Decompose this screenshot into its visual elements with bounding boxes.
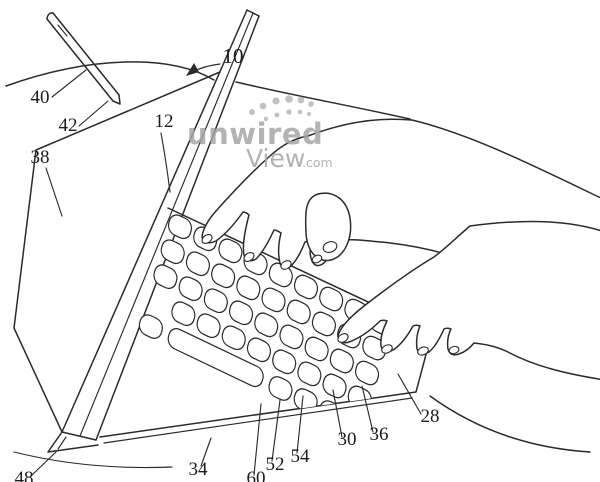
keyboard-key xyxy=(319,286,344,312)
leader-12 xyxy=(160,132,171,193)
ref-label-10: 10 xyxy=(223,44,244,68)
keyboard-key xyxy=(354,360,380,386)
keyboard-key xyxy=(304,336,329,362)
leader-42 xyxy=(78,100,109,127)
leader-52 xyxy=(271,399,281,462)
leader-lines xyxy=(31,69,422,476)
ref-label-52: 52 xyxy=(266,454,285,475)
kickstand-cover xyxy=(13,71,221,433)
keyboard-key xyxy=(178,276,203,302)
ref-label-36: 36 xyxy=(370,424,389,445)
watermark-word-view: View xyxy=(246,144,305,173)
leader-54 xyxy=(296,395,304,454)
fingernail xyxy=(417,346,429,356)
right-hand xyxy=(337,220,600,453)
ref-label-38: 38 xyxy=(31,147,50,168)
watermark-word-unwired: unwired xyxy=(187,117,323,151)
keyboard-key xyxy=(279,324,304,350)
keyboard-key xyxy=(261,287,286,313)
fingernail xyxy=(243,252,255,262)
ref-label-54: 54 xyxy=(291,446,311,467)
fingernail xyxy=(280,260,292,270)
leader-36 xyxy=(361,385,374,433)
leader-30 xyxy=(332,389,343,438)
keyboard-key xyxy=(196,313,221,339)
keyboard-key xyxy=(297,361,322,387)
kickstand-foot xyxy=(47,431,99,453)
thumbnail xyxy=(322,241,338,253)
right-palm-lower-edge xyxy=(429,395,591,453)
keyboard-key xyxy=(185,251,210,277)
stylus-pen xyxy=(46,12,121,105)
keyboard-key xyxy=(322,373,347,399)
left-thumb xyxy=(304,192,352,262)
keyboard-key xyxy=(167,214,193,240)
watermark-dots xyxy=(249,95,314,122)
desk-edge-curve xyxy=(5,61,215,87)
keyboard-key xyxy=(311,311,336,337)
ref-label-40: 40 xyxy=(31,87,50,108)
ref-label-28: 28 xyxy=(421,406,440,427)
keyboard-key xyxy=(246,337,272,363)
ground-lines xyxy=(13,451,173,469)
leader-60 xyxy=(253,403,262,476)
keyboard-key xyxy=(153,264,178,290)
keyboard-key xyxy=(218,238,243,264)
fingernail xyxy=(448,345,460,355)
ref-label-12: 12 xyxy=(155,111,174,132)
keyboard-key xyxy=(138,314,163,339)
keyboard-key xyxy=(268,376,293,401)
keyboard-key xyxy=(221,325,246,351)
leader-40 xyxy=(51,69,87,98)
keyboard-key xyxy=(293,274,319,300)
ref-label-48: 48 xyxy=(15,468,34,482)
fingernail xyxy=(311,254,323,264)
keyboard-key xyxy=(160,239,185,265)
fingernail xyxy=(337,333,349,343)
reference-labels: 10 40 42 12 38 28 36 30 54 52 60 34 48 xyxy=(15,44,440,482)
ref-label-60: 60 xyxy=(247,468,266,482)
keyboard-spacebar xyxy=(167,327,264,388)
fingernail xyxy=(201,234,213,244)
ref-label-34: 34 xyxy=(189,459,209,480)
keyboard-key xyxy=(228,300,254,326)
keyboard-key xyxy=(329,348,354,374)
keyboard-key xyxy=(347,385,372,411)
arrow-10 xyxy=(186,63,221,76)
keyboard-key xyxy=(286,299,311,325)
ref-label-30: 30 xyxy=(338,429,357,450)
keyboard-key xyxy=(171,301,196,327)
watermark: unwired View .com xyxy=(187,95,333,173)
keyboard-key xyxy=(236,275,261,301)
fingernails xyxy=(201,234,460,356)
keyboard-key xyxy=(272,349,297,375)
keyboard-key xyxy=(254,312,279,338)
keyboard-key xyxy=(203,288,228,314)
watermark-word-com: .com xyxy=(302,155,333,170)
leader-34 xyxy=(200,437,212,467)
fingernail xyxy=(381,344,393,354)
leader-48 xyxy=(31,451,57,476)
keyboard-key xyxy=(211,263,236,289)
ref-label-42: 42 xyxy=(59,115,78,136)
arrowhead-icon xyxy=(186,63,199,76)
leader-38 xyxy=(45,167,63,217)
leader-28 xyxy=(397,373,422,415)
keyboard-key xyxy=(293,388,318,413)
